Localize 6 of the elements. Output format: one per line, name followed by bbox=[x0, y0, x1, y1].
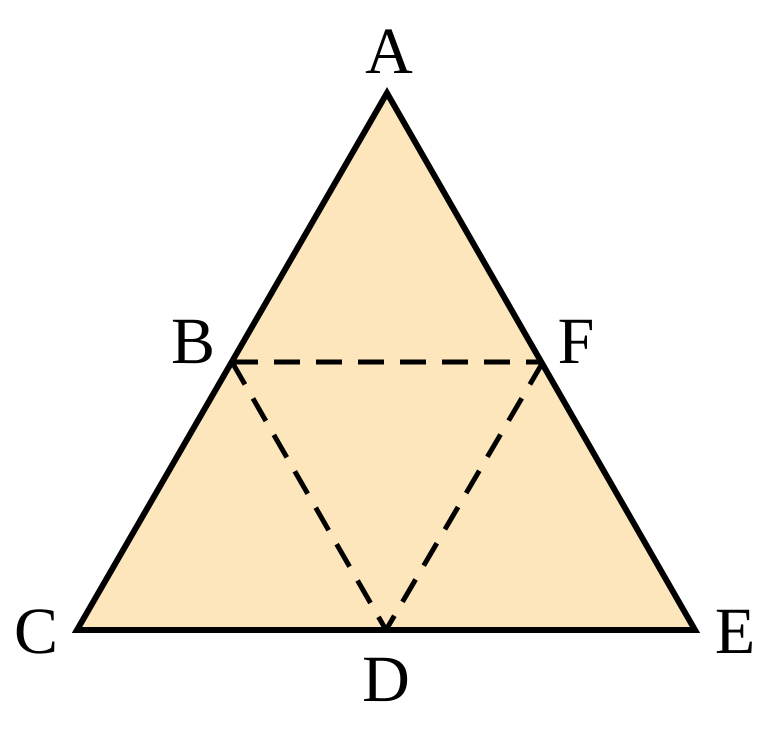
point-label: F bbox=[558, 309, 594, 375]
point-label: D bbox=[362, 647, 410, 713]
point-label: E bbox=[714, 599, 756, 665]
point-label: A bbox=[365, 19, 413, 85]
point-label: C bbox=[14, 599, 58, 665]
point-label: B bbox=[170, 309, 216, 375]
